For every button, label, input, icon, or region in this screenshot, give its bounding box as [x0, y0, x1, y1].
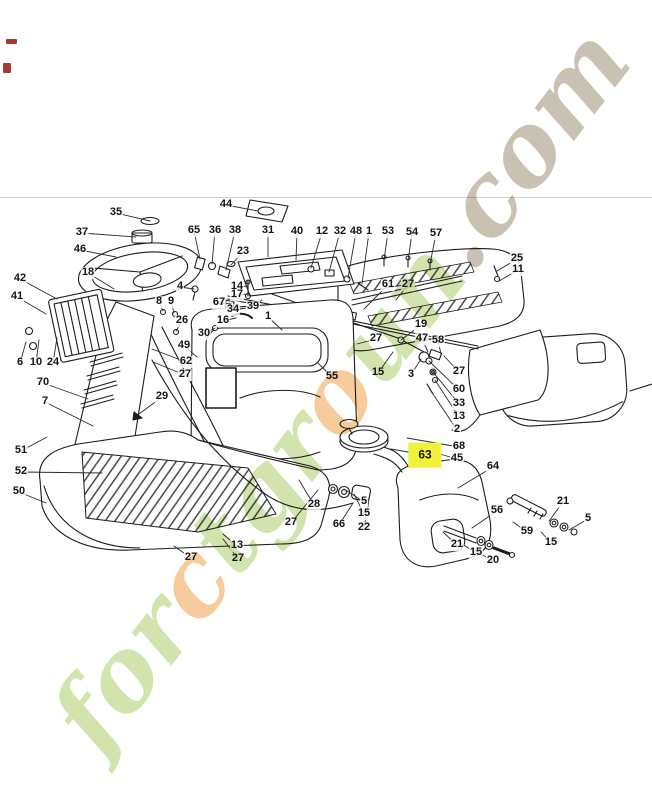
part-callout-40: 40: [289, 225, 305, 238]
part-callout-25: 25: [509, 252, 525, 265]
part-callout-1: 1: [364, 225, 374, 238]
part-callout-27: 27: [183, 551, 199, 564]
part-callout-56: 56: [489, 504, 505, 517]
part-callout-24: 24: [45, 356, 61, 369]
part-callout-32: 32: [332, 225, 348, 238]
part-callout-70: 70: [35, 376, 51, 389]
part-callout-27: 27: [451, 365, 467, 378]
part-callout-48: 48: [348, 225, 364, 238]
part-callout-53: 53: [380, 225, 396, 238]
part-callout-55: 55: [324, 370, 340, 383]
part-callout-22: 22: [356, 521, 372, 534]
part-callout-7: 7: [40, 395, 50, 408]
part-callout-59: 59: [519, 525, 535, 538]
part-callout-38: 38: [227, 224, 243, 237]
part-callout-46: 46: [72, 243, 88, 256]
part-callout-29: 29: [154, 390, 170, 403]
part-callout-58: 58: [430, 334, 446, 347]
part-callout-1: 1: [263, 310, 273, 323]
part-callout-35: 35: [108, 206, 124, 219]
part-callout-63: 63: [408, 442, 442, 468]
part-callout-26: 26: [174, 314, 190, 327]
part-callout-68: 68: [451, 440, 467, 453]
part-callout-13: 13: [229, 539, 245, 552]
scan-artifact-mark: [6, 39, 17, 44]
part-callout-54: 54: [404, 226, 420, 239]
part-callout-10: 10: [28, 356, 44, 369]
part-callout-65: 65: [186, 224, 202, 237]
part-callout-4: 4: [175, 280, 185, 293]
part-callout-49: 49: [176, 339, 192, 352]
part-callout-16: 16: [215, 314, 231, 327]
part-callout-21: 21: [555, 495, 571, 508]
part-callout-41: 41: [9, 290, 25, 303]
part-callout-9: 9: [166, 295, 176, 308]
bolt-kit-59: [506, 494, 578, 536]
part-callout-20: 20: [485, 554, 501, 567]
part-callout-8: 8: [154, 295, 164, 308]
part-callout-47: 47: [414, 332, 430, 345]
part-callout-18: 18: [80, 266, 96, 279]
part-callout-19: 19: [413, 318, 429, 331]
part-callout-64: 64: [485, 460, 501, 473]
part-callout-57: 57: [428, 227, 444, 240]
part-callout-21: 21: [449, 538, 465, 551]
part-callout-62: 62: [178, 355, 194, 368]
part-callout-15: 15: [468, 546, 484, 559]
part-callout-15: 15: [356, 507, 372, 520]
part-callout-14: 14: [229, 280, 245, 293]
part-callout-27: 27: [368, 332, 384, 345]
part-callout-3: 3: [406, 368, 416, 381]
part-callout-52: 52: [13, 465, 29, 478]
rear-deck: [337, 248, 549, 433]
part-callout-12: 12: [314, 225, 330, 238]
part-callout-44: 44: [218, 198, 234, 211]
part-callout-5: 5: [583, 512, 593, 525]
part-callout-30: 30: [196, 327, 212, 340]
part-callout-11: 11: [511, 263, 525, 276]
part-callout-50: 50: [11, 485, 27, 498]
scan-artifact-mark: [3, 63, 11, 73]
scan-rule-line: [0, 197, 652, 198]
part-callout-67: 67: [211, 296, 227, 309]
part-callout-51: 51: [13, 444, 29, 457]
part-callout-13: 13: [451, 410, 467, 423]
fuel-tank: [327, 418, 516, 568]
part-callout-27: 27: [177, 368, 193, 381]
part-callout-39: 39: [245, 300, 261, 313]
part-callout-34: 34: [225, 303, 241, 316]
part-callout-6: 6: [15, 356, 25, 369]
part-callout-17: 17: [229, 288, 245, 301]
part-callout-15: 15: [370, 366, 386, 379]
part-callout-5: 5: [359, 495, 369, 508]
part-callout-45: 45: [449, 452, 465, 465]
bracket-44: [245, 199, 289, 223]
part-callout-37: 37: [74, 226, 90, 239]
part-callout-27: 27: [283, 516, 299, 529]
dash-plate: [237, 249, 355, 297]
part-callout-60: 60: [451, 383, 467, 396]
part-callout-27: 27: [400, 278, 416, 291]
cable-66: [151, 359, 354, 511]
part-callout-66: 66: [331, 518, 347, 531]
seat-pan: [190, 299, 358, 480]
part-callout-23: 23: [235, 245, 251, 258]
part-callout-15: 15: [543, 536, 559, 549]
part-callout-61: 61: [380, 278, 396, 291]
floor-pan: [39, 430, 331, 551]
part-callout-36: 36: [207, 224, 223, 237]
cup-37: [131, 229, 153, 244]
part-callout-31: 31: [260, 224, 276, 237]
part-callout-33: 33: [451, 397, 467, 410]
part-callout-2: 2: [452, 423, 462, 436]
part-callout-28: 28: [306, 498, 322, 511]
vent-grille: [48, 288, 115, 363]
part-callout-27: 27: [230, 552, 246, 565]
part-callout-42: 42: [12, 272, 28, 285]
